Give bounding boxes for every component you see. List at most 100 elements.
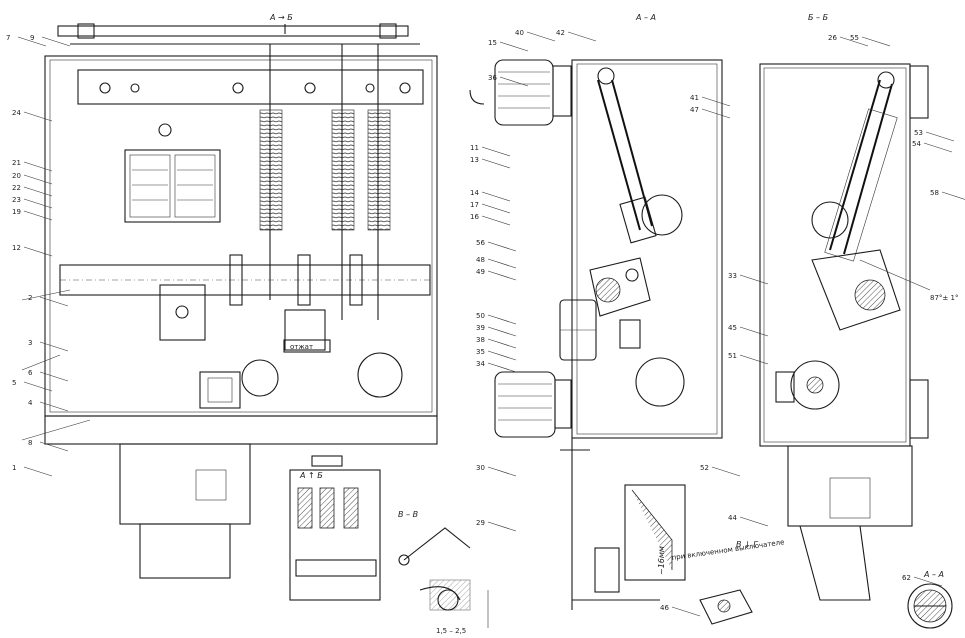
leader-line	[941, 191, 965, 200]
motor	[139, 523, 231, 579]
leader-label: 53	[914, 129, 923, 137]
plate-front-label: отжат	[290, 343, 313, 351]
leader-line	[487, 466, 517, 477]
leader-label: 15	[488, 39, 497, 47]
leader-label: 62	[902, 574, 911, 582]
leader-label: 8	[28, 439, 32, 447]
detail-vv-view: В – В 1,5 – 2,5	[398, 510, 489, 635]
section-aa-view: А – А	[469, 13, 723, 610]
leader-label: 51	[728, 352, 737, 360]
leader-line	[701, 108, 731, 119]
angle-note: 87°± 1°	[930, 294, 958, 302]
leader-line	[739, 516, 769, 527]
spring-middle	[331, 109, 355, 231]
spring-left	[259, 109, 283, 231]
leader-label: 23	[12, 196, 21, 204]
section-bb-view: Б – Б 87°± 1°	[759, 13, 958, 601]
leader-label: 50	[476, 312, 485, 320]
leader-line	[39, 371, 69, 382]
leader-label: 40	[515, 29, 524, 37]
leader-label: 41	[690, 94, 699, 102]
leader-line	[481, 203, 511, 214]
terminal-block	[199, 371, 241, 409]
leader-label: 22	[12, 184, 21, 192]
leader-line	[481, 215, 511, 226]
detail-aa-title: А – А	[923, 570, 944, 579]
leader-label: 14	[470, 189, 479, 197]
leader-line	[487, 270, 517, 281]
leader-line	[671, 606, 701, 617]
leader-label: 48	[476, 256, 485, 264]
leader-line	[739, 326, 769, 337]
leader-line	[17, 36, 47, 47]
lower-drive	[289, 469, 381, 601]
leader-line	[23, 466, 53, 477]
detail-vg-note: при включенном выключателе	[671, 538, 785, 562]
leader-label: 55	[850, 34, 859, 42]
leader-label: 26	[828, 34, 837, 42]
motor-housing	[119, 443, 251, 525]
small-dim-label: 1,5 – 2,5	[436, 627, 466, 635]
leader-label: 4	[28, 399, 33, 407]
latch-mechanism	[159, 284, 206, 341]
leader-line	[711, 466, 741, 477]
leader-label: 12	[12, 244, 21, 252]
leader-label: 58	[930, 189, 939, 197]
leader-label: 2	[28, 294, 32, 302]
leader-label: 7	[6, 34, 10, 42]
leader-line	[861, 36, 891, 47]
left-leader-group	[21, 289, 91, 441]
leader-line	[481, 158, 511, 169]
top-busbar	[57, 25, 409, 37]
leader-line	[23, 186, 53, 197]
cable-box	[624, 484, 686, 581]
dim-note: ~16мм	[657, 546, 666, 575]
section-aa-frame	[571, 59, 723, 439]
leader-line	[23, 246, 53, 257]
leader-line	[839, 36, 869, 47]
leader-label: 11	[470, 144, 479, 152]
leader-line	[526, 31, 556, 42]
leader-line	[925, 131, 955, 142]
leader-line	[23, 198, 53, 209]
upper-insulator	[494, 59, 572, 126]
leader-label: 42	[556, 29, 565, 37]
section-bb-frame	[759, 63, 911, 447]
leader-line	[567, 31, 597, 42]
leader-label: 47	[690, 106, 699, 114]
leader-line	[913, 576, 943, 587]
leader-label: 35	[476, 348, 485, 356]
leader-line	[487, 258, 517, 269]
detail-vg-caption: В ↓ Г	[736, 540, 758, 549]
warning-plate	[283, 339, 331, 353]
leader-label: 29	[476, 519, 485, 527]
leader-label: 21	[12, 159, 21, 167]
leader-label: 17	[470, 201, 479, 209]
leader-line	[39, 296, 69, 307]
leader-line	[739, 354, 769, 365]
leader-label: 34	[476, 360, 485, 368]
leader-line	[23, 210, 53, 221]
leader-label: 52	[700, 464, 709, 472]
section-bb-title: Б – Б	[808, 13, 829, 22]
cam-wheel	[790, 360, 840, 410]
leader-line	[487, 314, 517, 325]
detail-vg-view: В ↓ Г при включенном выключателе	[671, 538, 785, 625]
leader-label: 46	[660, 604, 669, 612]
relay-block	[124, 149, 221, 223]
leader-line	[499, 76, 529, 87]
leader-label: 9	[30, 34, 34, 42]
section-aa-title: А – А	[635, 13, 656, 22]
leader-line	[487, 338, 517, 349]
bb-motor-housing	[787, 445, 913, 527]
leader-label: 6	[28, 369, 33, 377]
leader-line	[41, 36, 71, 47]
leader-line	[487, 521, 517, 532]
lower-insulator	[494, 371, 572, 438]
leader-line	[39, 401, 69, 412]
leader-label: 44	[728, 514, 737, 522]
front-view: А → Б отжат	[21, 13, 438, 601]
leader-label: 45	[728, 324, 737, 332]
